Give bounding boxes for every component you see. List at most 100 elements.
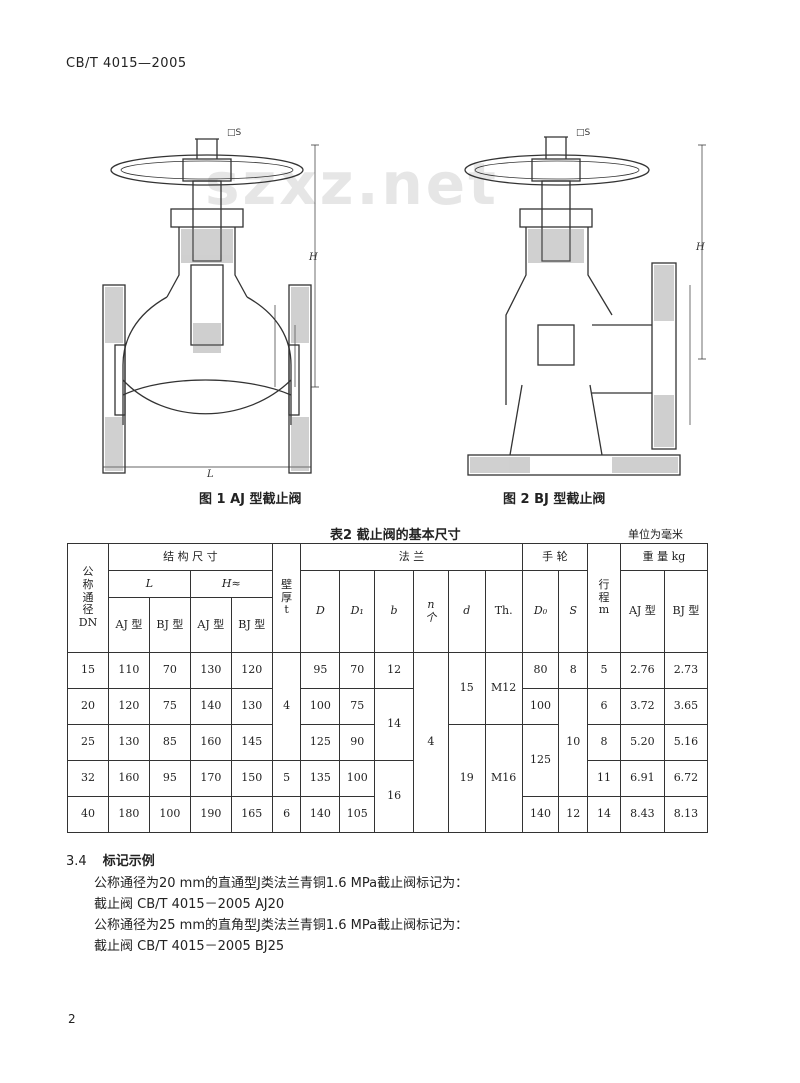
cell-bolt-hole: 15 [447, 652, 486, 725]
col-header-weight-bj: BJ 型 [663, 570, 709, 653]
cell-h-bj: 165 [230, 796, 273, 833]
page-number: 2 [68, 1012, 76, 1026]
cell-stroke: 11 [587, 760, 621, 797]
cell-l-bj: 70 [148, 652, 191, 689]
cell-handwheel-d0: 100 [521, 688, 560, 725]
cell-l-aj: 120 [107, 688, 150, 725]
cell-handwheel-d0: 80 [521, 652, 560, 689]
col-header-nominal: 公 称 通 径 DN [67, 543, 109, 653]
cell-h-aj: 130 [189, 652, 232, 689]
cell-h-aj: 140 [189, 688, 232, 725]
cell-weight-aj: 6.91 [619, 760, 665, 797]
cell-weight-aj: 8.43 [619, 796, 665, 833]
cell-l-bj: 75 [148, 688, 191, 725]
col-header-h: H≈ [189, 570, 273, 598]
cell-l-aj: 160 [107, 760, 150, 797]
cell-h-bj: 150 [230, 760, 273, 797]
col-header-stroke: 行 程 m [587, 543, 621, 653]
cell-thread: M12 [484, 652, 523, 725]
col-header-h-bj: BJ 型 [230, 597, 273, 653]
col-header-b: b [374, 570, 415, 653]
section-line-3: 公称通径为25 mm的直角型J类法兰青铜1.6 MPa截止阀标记为： [94, 918, 469, 933]
section-line-2: 截止阀 CB/T 4015－2005 AJ20 [94, 897, 285, 912]
valve-dimension-table: 公 称 通 径 DN 结 构 尺 寸 壁 厚 t 法 兰 手 轮 行 程 m 重… [67, 543, 709, 833]
col-header-d0: D₀ [521, 570, 560, 653]
cell-flange-b: 14 [374, 688, 415, 761]
col-header-handwheel: 手 轮 [521, 543, 589, 571]
cell-weight-bj: 6.72 [663, 760, 709, 797]
dim-label-s: □S [227, 128, 242, 138]
table-row: 20 120 75 140 130 100 75 14 100 10 6 3.7… [67, 688, 709, 797]
col-header-weight: 重 量 kg [619, 543, 709, 571]
cell-h-aj: 160 [189, 724, 232, 761]
col-header-s: S [558, 570, 589, 653]
cell-flange-d: 100 [300, 688, 341, 725]
cell-weight-aj: 2.76 [619, 652, 665, 689]
section-number: 3.4 [66, 854, 87, 869]
cell-l-aj: 130 [107, 724, 150, 761]
col-header-d1: D₁ [339, 570, 376, 653]
cell-h-bj: 120 [230, 652, 273, 689]
watermark: szxz.net [205, 150, 499, 218]
col-header-l: L [107, 570, 191, 598]
table-title: 表2 截止阀的基本尺寸 [330, 528, 461, 543]
cell-stroke: 8 [587, 724, 621, 761]
cell-thread: M16 [484, 724, 523, 833]
dim-label-l: L [206, 469, 214, 480]
cell-dn: 40 [67, 796, 109, 833]
table-unit-note: 单位为毫米 [628, 528, 683, 541]
cell-wall: 5 [271, 760, 302, 797]
cell-weight-bj: 5.16 [663, 724, 709, 761]
col-header-thread: Th. [484, 570, 523, 653]
section-line-4: 截止阀 CB/T 4015－2005 BJ25 [94, 939, 285, 954]
cell-flange-d: 135 [300, 760, 341, 797]
cell-stroke: 5 [587, 652, 621, 689]
cell-l-bj: 85 [148, 724, 191, 761]
table-row: 15 110 70 130 120 4 95 70 12 4 15 M12 80… [67, 652, 709, 833]
col-header-l-aj: AJ 型 [107, 597, 150, 653]
col-header-wall: 壁 厚 t [271, 543, 302, 653]
cell-stroke: 14 [587, 796, 621, 833]
section-heading: 3.4 标记示例 [66, 850, 155, 869]
cell-flange-d1: 70 [339, 652, 376, 689]
cell-l-aj: 180 [107, 796, 150, 833]
col-header-bolt-hole: d [447, 570, 486, 653]
document-code-header: CB/T 4015—2005 [66, 56, 187, 71]
cell-h-bj: 145 [230, 724, 273, 761]
cell-handwheel-s: 10 [558, 688, 589, 797]
cell-wall: 4 [271, 652, 302, 761]
cell-dn: 32 [67, 760, 109, 797]
cell-bolt-hole: 19 [447, 724, 486, 833]
cell-wall: 6 [271, 796, 302, 833]
figure-bj-valve-drawing: H □S [464, 128, 706, 476]
dim-label-s-bj: □S [576, 128, 591, 138]
table-row: 40 180 100 190 165 6 140 105 140 12 14 8… [67, 796, 709, 833]
cell-dn: 25 [67, 724, 109, 761]
col-header-flange: 法 兰 [300, 543, 523, 571]
col-header-l-bj: BJ 型 [148, 597, 191, 653]
cell-h-aj: 190 [189, 796, 232, 833]
col-header-n: n 个 [413, 570, 449, 653]
figure-1-caption: 图 1 AJ 型截止阀 [199, 492, 302, 507]
table-row: 32 160 95 170 150 5 135 100 16 11 6.91 6… [67, 760, 709, 833]
col-header-d: D [300, 570, 341, 653]
cell-flange-b: 12 [374, 652, 415, 689]
cell-bolt-count: 4 [413, 652, 449, 833]
figure-aj-valve-drawing: H L □S [102, 128, 319, 480]
cell-weight-bj: 2.73 [663, 652, 709, 689]
section-title: 标记示例 [102, 854, 155, 869]
cell-dn: 20 [67, 688, 109, 725]
col-header-structure: 结 构 尺 寸 [107, 543, 273, 571]
col-header-h-aj: AJ 型 [189, 597, 232, 653]
cell-l-aj: 110 [107, 652, 150, 689]
cell-h-bj: 130 [230, 688, 273, 725]
col-header-weight-aj: AJ 型 [619, 570, 665, 653]
cell-flange-d1: 90 [339, 724, 376, 761]
cell-handwheel-s: 8 [558, 652, 589, 689]
cell-h-aj: 170 [189, 760, 232, 797]
cell-weight-aj: 5.20 [619, 724, 665, 761]
cell-weight-aj: 3.72 [619, 688, 665, 725]
section-line-1: 公称通径为20 mm的直通型J类法兰青铜1.6 MPa截止阀标记为： [94, 876, 469, 891]
cell-flange-d1: 75 [339, 688, 376, 725]
cell-weight-bj: 3.65 [663, 688, 709, 725]
